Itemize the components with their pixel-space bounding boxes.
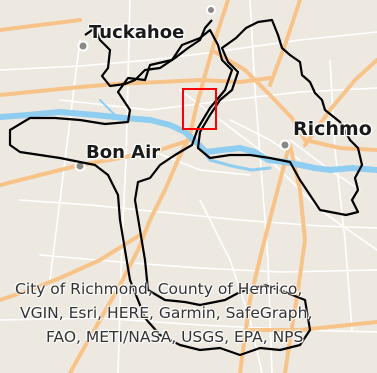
- place-label-bon-air: Bon Air: [86, 142, 161, 163]
- top-marker[interactable]: [206, 5, 216, 15]
- chesterfield-boundary[interactable]: [8, 28, 312, 357]
- richmond-marker[interactable]: [279, 139, 291, 151]
- place-label-richmond: Richmo: [293, 118, 372, 140]
- highlight-box[interactable]: [182, 88, 217, 130]
- attribution-line: FAO, METI/NASA, USGS, EPA, NPS: [46, 328, 304, 346]
- place-label-tuckahoe: Tuckahoe: [89, 22, 185, 43]
- map-attribution: City of Richmond, County of Henrico, VGI…: [0, 277, 377, 349]
- attribution-line: VGIN, Esri, HERE, Garmin, SafeGraph,: [20, 304, 313, 322]
- tuckahoe-boundary[interactable]: [84, 19, 213, 88]
- attribution-line: City of Richmond, County of Henrico,: [15, 280, 303, 298]
- place-markers: [74, 5, 291, 172]
- tuckahoe-marker[interactable]: [77, 40, 89, 52]
- henrico-boundary[interactable]: [196, 18, 364, 217]
